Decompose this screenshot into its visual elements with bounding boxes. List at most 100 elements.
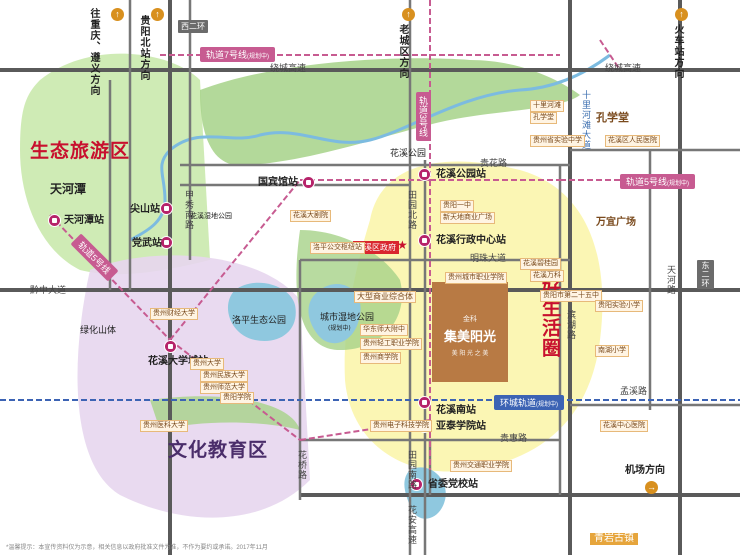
place-qingyan: 青岩古镇	[590, 533, 638, 545]
place-mall: 大型商业综合体	[354, 291, 416, 303]
poi: 花溪万科	[530, 270, 564, 282]
poi: 贵州民族大学	[200, 370, 248, 382]
poi: 贵阳实验小学	[595, 300, 643, 312]
ring-rail-note: (规划中)	[536, 402, 559, 408]
direction-icon-longdongbao: ↑	[402, 8, 415, 21]
metro-line-5-tag: 轨道5号线(规划中)	[620, 174, 696, 189]
direction-railway: 火车站方向	[672, 24, 683, 79]
gov-star-icon: ★	[397, 238, 408, 252]
road-xiaoyuan: 孟溪路	[620, 387, 648, 397]
road-guanyin: 贵惠路	[500, 434, 528, 444]
poi: 华东师大附中	[360, 324, 408, 336]
road-huayu: 花桥路	[296, 450, 306, 480]
zone-eco: 生态旅游区	[30, 140, 131, 162]
station-icon	[418, 234, 431, 247]
place-wetland-note: (规划中)	[328, 325, 351, 332]
station-icon	[160, 202, 173, 215]
metro-line-3-label: 轨道3号线	[418, 96, 428, 138]
metro-line-7-tag: 轨道7号线(规划中)	[200, 47, 276, 62]
direction-chongqing: 往重庆、遵义方向	[88, 8, 99, 96]
station-guobinguan: 国宾馆站	[258, 177, 298, 188]
station-icon	[410, 478, 423, 491]
station-icon	[160, 236, 173, 249]
station-icon	[418, 168, 431, 181]
place-kongxuetang: 孔学堂	[596, 111, 629, 124]
place-green-mountain: 绿化山体	[80, 326, 117, 336]
metro-line-5-note: (规划中)	[667, 181, 690, 187]
station-party-school: 省委党校站	[428, 479, 478, 490]
poi: 花溪碧桂园	[520, 258, 561, 270]
station-icon	[48, 214, 61, 227]
road-tianyuan: 田园北路	[406, 190, 416, 230]
poi: 花溪区人民医院	[605, 135, 660, 147]
river	[129, 53, 611, 242]
ring-rail-label: 环城轨道	[500, 398, 537, 408]
road-ring-highway-e: 绕城高速	[605, 64, 642, 74]
place-huaxi-park: 花溪公园	[390, 149, 427, 159]
direction-icon-chongqing: ↑	[111, 8, 124, 21]
poi: 洛平公交枢纽站	[310, 242, 365, 254]
metro-line-7-note: (规划中)	[247, 54, 270, 60]
place-luoping: 洛平生态公园	[232, 316, 287, 326]
lake-luoping	[227, 282, 296, 341]
poi: 贵州财经大学	[150, 308, 198, 320]
poi: 新天地商业广场	[440, 212, 495, 224]
poi: 贵州医科大学	[140, 420, 188, 432]
direction-airport: 机场方向	[625, 465, 665, 476]
station-tianhetan: 天河潭站	[64, 215, 104, 226]
poi: 十里河滩	[530, 100, 564, 112]
road-huaan: 花安高速	[406, 505, 416, 545]
poi: 贵州大学	[190, 358, 224, 370]
direction-north-station: 贵阳北站方向	[138, 15, 149, 81]
footer-disclaimer: *温馨提示：本宣传资料仅为示意，相关信息以政府批准文件为准，不作为要约或承诺。2…	[6, 545, 268, 551]
poi: 孔学堂	[530, 112, 557, 124]
direction-icon-airport: →	[645, 481, 658, 494]
road-qianzhong: 黔中大道	[30, 286, 67, 296]
poi: 南湖小学	[595, 345, 629, 357]
poi: 贵州交通职业学院	[450, 460, 512, 472]
station-dangwu: 党武站	[132, 238, 162, 249]
road-hongyuan: 甲秀南路	[183, 190, 193, 230]
road-second-ring: 西二环	[178, 20, 208, 33]
poi: 贵州省实验中学	[530, 135, 585, 147]
metro-line-3-tag: 轨道3号线	[416, 92, 431, 142]
direction-icon-railway: ↑	[675, 8, 688, 21]
poi: 贵州城市职业学院	[445, 272, 507, 284]
zone-culture: 文化教育区	[168, 439, 269, 461]
project-subtitle: 美 阳 光 之 美	[451, 351, 489, 357]
road-guihua: 贵花路	[480, 159, 508, 169]
poi: 贵阳一中	[440, 200, 474, 212]
project-name: 集美阳光	[443, 329, 496, 344]
place-mall2: 万宜广场	[596, 217, 636, 228]
eco-zone	[20, 53, 210, 275]
poi: 贵州电子科技学院	[370, 420, 432, 432]
station-icon	[164, 340, 177, 353]
zone-life: 美好生活圈	[539, 258, 561, 358]
metro-line-5-label: 轨道5号线	[626, 177, 668, 187]
station-yatai: 亚泰学院站	[436, 421, 486, 432]
road-east-second: 东二环	[697, 260, 714, 289]
place-eco-park: 花溪湿地公园	[190, 212, 232, 220]
poi: 贵阳学院	[220, 392, 254, 404]
poi: 贵州轻工职业学院	[360, 338, 422, 350]
station-huaxi-south: 花溪南站	[436, 405, 476, 416]
station-university-city: 花溪大学城站	[148, 356, 208, 367]
road-binzhu: 滨湖路	[565, 310, 575, 340]
project-block: 金科 集美阳光 美 阳 光 之 美	[432, 282, 508, 382]
poi: 贵阳市第二十五中	[540, 290, 602, 302]
station-admin-center: 花溪行政中心站	[436, 235, 506, 246]
poi: 贵州商学院	[360, 352, 401, 364]
poi: 花溪中心医院	[600, 420, 648, 432]
road-tianyuan-s: 田园南路	[406, 450, 416, 490]
lake-wetland	[308, 284, 361, 344]
green-belt-north	[200, 58, 580, 166]
direction-longdongbao: 老城区方向	[397, 24, 408, 79]
place-wetland: 城市湿地公园	[320, 313, 375, 323]
road-ring-highway-w: 绕城高速	[270, 64, 307, 74]
poi: 花溪大剧院	[290, 210, 331, 222]
road-tianhe: 天河路	[665, 265, 675, 295]
station-icon	[418, 396, 431, 409]
road-ten-yard: 十里河滩大道	[580, 90, 590, 150]
